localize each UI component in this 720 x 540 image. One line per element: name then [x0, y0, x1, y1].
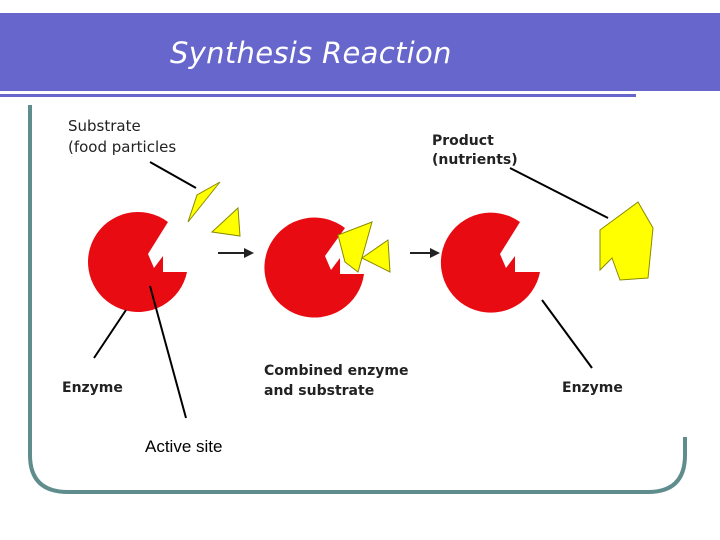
frame-border — [28, 105, 687, 494]
slide-title: Synthesis Reaction — [170, 36, 452, 70]
bound-substrate-2 — [361, 239, 391, 273]
active-site-pointer — [149, 285, 187, 419]
combined-label-line2: and substrate — [264, 383, 375, 399]
product-shape — [599, 201, 654, 281]
enzyme-label-right: Enzyme — [562, 380, 623, 396]
active-site-label: Active site — [145, 437, 223, 456]
bound-substrate-1 — [337, 221, 373, 273]
enzyme-label-left: Enzyme — [62, 380, 123, 396]
substrate-piece-2 — [210, 206, 241, 237]
substrate-piece-1 — [187, 181, 221, 223]
title-bar — [0, 13, 720, 91]
enzyme-left-pointer — [93, 309, 127, 359]
enzyme-right — [440, 212, 540, 313]
substrate-pointer — [149, 161, 197, 189]
product-pointer — [509, 167, 609, 219]
title-underline — [0, 94, 636, 97]
nutrients-label: (nutrients) — [432, 152, 518, 168]
enzyme-left — [88, 212, 187, 313]
enzyme-right-pointer — [541, 299, 593, 369]
substrate-label: Substrate — [68, 117, 141, 135]
product-label: Product — [432, 133, 494, 149]
food-particles-label: (food particles — [68, 138, 177, 156]
arrow-2-head — [430, 248, 440, 258]
enzyme-middle — [264, 217, 364, 318]
combined-label-line1: Combined enzyme — [264, 363, 409, 379]
arrow-1-head — [244, 248, 254, 258]
